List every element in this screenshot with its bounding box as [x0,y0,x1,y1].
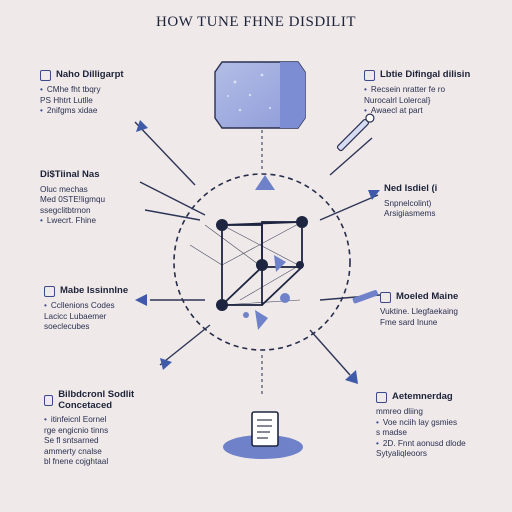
square-icon [376,392,387,403]
orbit-circle [173,173,351,351]
block-heading: Di$Tiinal Nas [40,169,100,180]
square-icon [364,70,375,81]
square-icon [44,286,55,297]
block-heading: Ned Isdiel (i [384,183,438,194]
block-heading: Aetemnerdag [392,391,453,403]
block-heading: Moeled Maine [396,291,459,303]
database-cube-icon [214,61,306,129]
block-right-1: Lbtie Difingal dilisin Recsein nratter f… [364,70,504,117]
block-line: ssegclitbtrnon [40,205,91,215]
block-left-3: Mabe Issinnlne Ccllenions Codes Lacicc L… [44,286,164,333]
block-right-2: Ned Isdiel (i Snpnelcolint) Arsigiasmems [384,183,504,220]
block-line: CMhe fht tbqry [40,85,160,96]
block-line: Arsigiasmems [384,209,436,218]
block-line: rge engicnio tinns [44,425,109,435]
document-icon [223,411,303,459]
block-line: Ccllenions Codes [44,301,164,312]
gear-icon [40,70,51,81]
block-line: 2nifgms xidae [40,106,160,117]
block-right-4: Aetemnerdag mmreo dliing Voe nciih lay g… [376,392,504,460]
pencil-icon [336,113,375,152]
block-left-2: Di$Tiinal Nas Oluc mechas Med 0STE!ligmq… [40,169,160,227]
block-line: mmreo dliing [376,407,423,416]
block-line: Nurocalrl Lolercal} [364,95,431,105]
block-line: Fme sard Inune [380,317,438,327]
block-line: ammerty cnalse [44,446,102,456]
block-line: Vuktine. Llegfaekaing [380,307,458,316]
page-title: HOW TUNE FHNE DISDILIT [155,14,356,30]
block-line: Awaecl at part [364,106,504,117]
block-line: Med 0STE!ligmqu [40,195,106,204]
block-line: Se fl sntsarned [44,436,99,445]
block-line: Oluc mechas [40,184,88,194]
block-line: itinfeicnl Eornel [44,415,164,426]
block-heading: Bilbdcronl Sodlit Concetaced [58,389,135,411]
block-line: soeclecubes [44,322,90,331]
block-line: Sytyaliqleoors [376,449,427,458]
pen-icon [352,290,378,304]
block-line: 2D. Fnnt aonusd dlode [376,439,504,450]
block-heading: Mabe Issinnlne [60,285,129,297]
block-heading: Naho Dilligarpt [56,69,124,81]
block-line: Recsein nratter fe ro [364,85,504,96]
square-icon [44,395,54,406]
block-line: PS Hhtrt Lutlle [40,95,93,105]
block-line: Voe nciih lay gsmies [376,418,504,429]
block-line: bl fnene cojghtaal [44,457,109,466]
block-left-4: Bilbdcronl Sodlit Concetaced itinfeicnl … [44,389,164,468]
radiating-arrows [134,121,381,376]
square-icon [380,292,391,303]
block-heading: Lbtie Difingal dilisin [380,69,471,81]
block-left-1: Naho Dilligarpt CMhe fht tbqry PS Hhtrt … [40,70,160,117]
neural-network-icon [189,175,308,330]
block-line: Lwecrt. Fhine [40,216,160,227]
block-right-3: Moeled Maine Vuktine. Llegfaekaing Fme s… [380,292,504,328]
block-line: Lacicc Lubaemer [44,311,107,321]
block-line: s madse [376,428,407,437]
block-line: Snpnelcolint) [384,198,432,208]
